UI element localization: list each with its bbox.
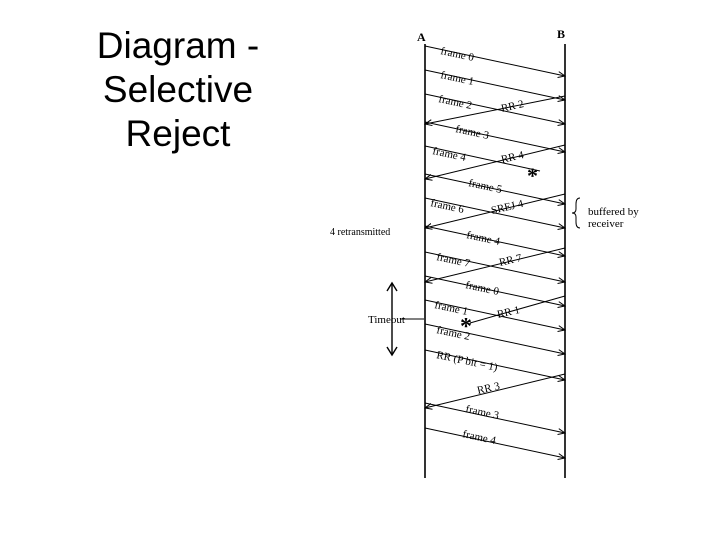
label-rr-7: RR 7 bbox=[498, 252, 524, 269]
label-frame-5: frame 5 bbox=[467, 177, 503, 196]
arrow-frame-1b bbox=[424, 299, 565, 330]
label-rr-2: RR 2 bbox=[500, 98, 525, 115]
arrow-frame-3 bbox=[424, 121, 565, 152]
label-rr-3: RR 3 bbox=[476, 380, 502, 397]
label-frame-1: frame 1 bbox=[439, 69, 475, 88]
arrow-frame-1 bbox=[424, 69, 565, 100]
timeout-arrow-up bbox=[386, 281, 398, 292]
label-frame-2: frame 2 bbox=[437, 93, 473, 112]
lost-marker-frame-4: * bbox=[527, 163, 538, 188]
lost-marker-rr-1: * bbox=[460, 314, 472, 340]
title-line-1: Diagram - bbox=[96, 25, 260, 66]
arrow-rr-1 bbox=[469, 295, 566, 324]
arrow-rr-2 bbox=[425, 95, 566, 124]
arrow-frame-6 bbox=[424, 197, 565, 228]
arrow-frame-4b bbox=[424, 427, 565, 458]
title-line-3: Reject bbox=[125, 113, 231, 154]
label-frame-3: frame 3 bbox=[454, 123, 490, 142]
slide-title: Diagram - Selective Reject bbox=[78, 24, 278, 156]
arrow-rr-4 bbox=[425, 144, 566, 179]
arrow-frame-4-retransmit bbox=[424, 225, 565, 256]
arrow-frame-0 bbox=[424, 45, 565, 76]
title-line-2: Selective bbox=[102, 69, 254, 110]
station-b-label: B bbox=[557, 27, 565, 41]
arrow-rr-pbit bbox=[424, 349, 565, 380]
arrow-frame-2b bbox=[424, 323, 565, 354]
arrow-rr-7 bbox=[425, 247, 566, 282]
label-rr-1: RR 1 bbox=[496, 304, 521, 321]
retransmitted-note: 4 retransmitted bbox=[330, 227, 390, 238]
label-frame-7: frame 7 bbox=[435, 251, 471, 270]
label-srej-4: SREJ 4 bbox=[490, 198, 525, 217]
buffered-note-line2: receiver bbox=[588, 218, 624, 230]
label-rr-4: RR 4 bbox=[500, 149, 526, 166]
arrow-frame-7 bbox=[424, 251, 565, 282]
arrow-frame-2 bbox=[424, 93, 565, 124]
label-frame-4-retransmit: frame 4 bbox=[465, 229, 501, 248]
label-frame-0: frame 0 bbox=[439, 45, 475, 64]
arrow-frame-4 bbox=[424, 145, 541, 172]
label-rr-pbit: RR (P bit = 1) bbox=[435, 349, 498, 374]
arrow-frame-3b bbox=[424, 402, 565, 433]
label-frame-6: frame 6 bbox=[429, 197, 465, 216]
arrow-rr-3 bbox=[425, 373, 566, 408]
label-frame-3b: frame 3 bbox=[464, 403, 500, 422]
arrow-frame-0b bbox=[424, 275, 565, 306]
timeout-note: Timeout bbox=[368, 314, 405, 326]
station-a-label: A bbox=[417, 30, 426, 44]
label-frame-4: frame 4 bbox=[431, 145, 467, 164]
buffered-brace bbox=[571, 197, 581, 229]
timeout-arrow-down bbox=[386, 346, 398, 357]
arrow-srej-4 bbox=[425, 193, 566, 228]
message-arrows bbox=[424, 45, 566, 458]
arrow-frame-5 bbox=[424, 173, 565, 204]
buffered-note-line1: buffered by bbox=[588, 206, 639, 218]
label-frame-0b: frame 0 bbox=[464, 279, 500, 298]
label-frame-4b: frame 4 bbox=[461, 428, 497, 447]
